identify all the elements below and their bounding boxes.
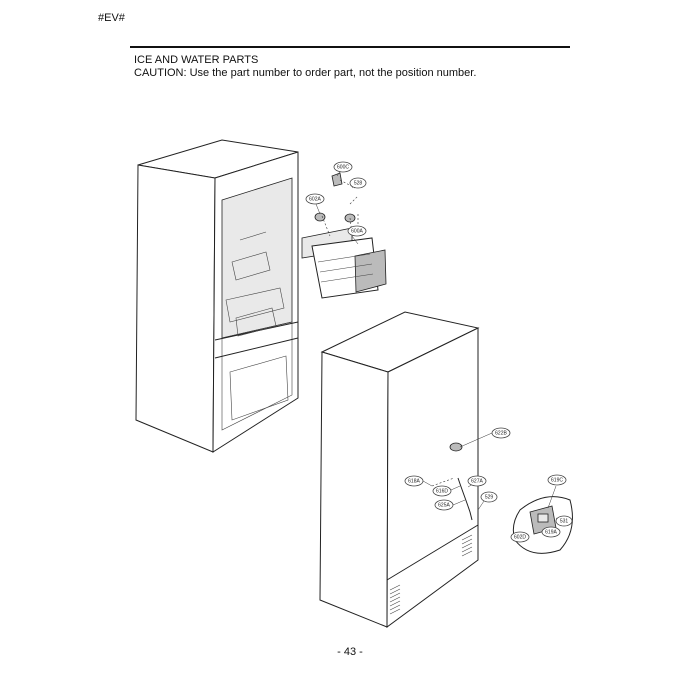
callout-618a: 618A	[404, 475, 433, 487]
callout-622b: 622B	[491, 427, 511, 439]
callout-619a: 619A	[541, 526, 561, 538]
callout-531: 531	[555, 515, 573, 527]
svg-text:529: 529	[485, 494, 494, 500]
page-number: - 43 -	[337, 646, 363, 658]
callout-616d: 616D	[432, 485, 461, 497]
caution-note: CAUTION: Use the part number to order pa…	[134, 67, 477, 79]
callout-600a: 600A	[347, 225, 367, 245]
callout-600c: 600C	[333, 161, 353, 177]
svg-text:618A: 618A	[408, 478, 420, 484]
callout-627a: 627A	[467, 475, 487, 488]
svg-text:625A: 625A	[438, 502, 450, 508]
callout-602d: 602D	[510, 531, 530, 543]
svg-text:600A: 600A	[351, 228, 363, 234]
header-rule	[130, 46, 570, 48]
callout-625a: 625A	[434, 499, 466, 511]
svg-text:600C: 600C	[337, 164, 349, 170]
svg-text:622B: 622B	[495, 430, 507, 436]
refrigerator-rear	[319, 311, 493, 628]
document-tag: #EV#	[98, 12, 125, 24]
callout-528: 528	[349, 177, 367, 189]
svg-text:619A: 619A	[545, 529, 557, 535]
callout-602a: 602A	[305, 193, 325, 215]
ice-maker-assembly	[301, 172, 387, 299]
svg-text:528: 528	[354, 180, 363, 186]
svg-text:602D: 602D	[514, 534, 526, 540]
svg-text:602A: 602A	[309, 196, 321, 202]
callout-619c: 619C	[547, 474, 567, 486]
section-title: ICE AND WATER PARTS	[134, 54, 259, 66]
svg-text:616D: 616D	[436, 488, 448, 494]
svg-text:531: 531	[560, 518, 569, 524]
callout-529: 529	[477, 491, 498, 511]
refrigerator-cabinet	[135, 139, 299, 453]
svg-text:627A: 627A	[471, 478, 483, 484]
svg-text:619C: 619C	[551, 477, 563, 483]
